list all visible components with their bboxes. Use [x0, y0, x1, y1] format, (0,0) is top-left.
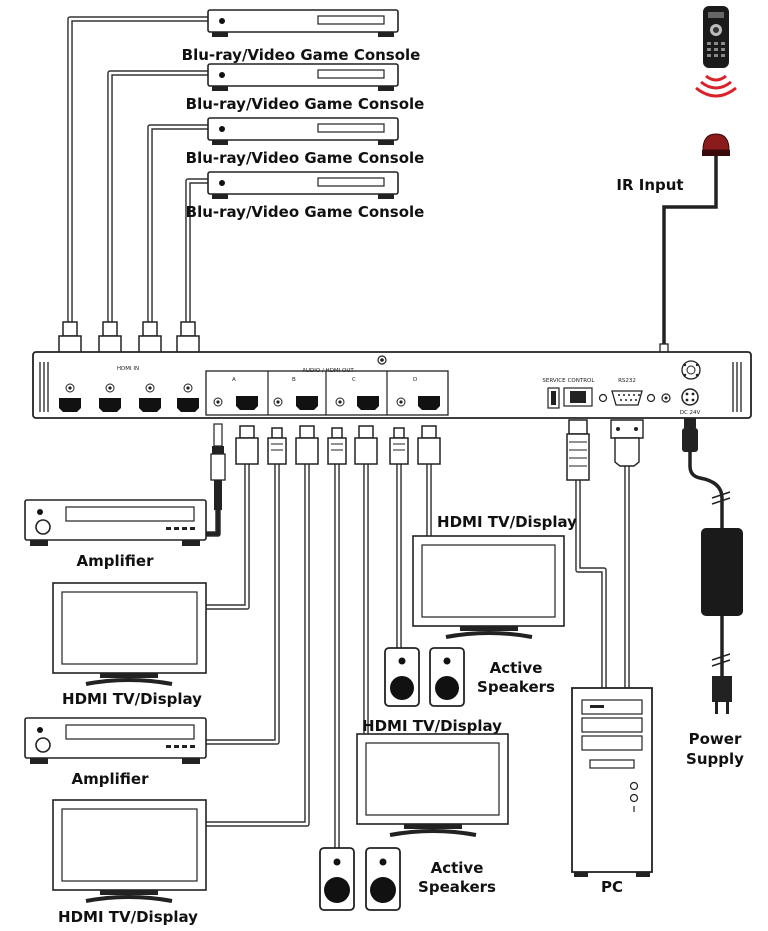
console-label: Blu-ray/Video Game Console — [182, 46, 421, 64]
console-label: Blu-ray/Video Game Console — [186, 95, 425, 113]
speakers-label: Active — [490, 659, 543, 677]
zone-d-label: D — [413, 377, 417, 383]
console-label: Blu-ray/Video Game Console — [186, 203, 425, 221]
amplifier-2: Amplifier — [24, 717, 207, 788]
display-label: HDMI TV/Display — [362, 717, 502, 735]
amp-display-icon — [65, 506, 195, 522]
woofer-icon — [390, 676, 414, 700]
rs232-label: RS232 — [618, 378, 636, 384]
vent-left — [39, 362, 49, 412]
console-label: Blu-ray/Video Game Console — [186, 149, 425, 167]
output-cables — [206, 462, 630, 848]
speakers-label: Active — [431, 859, 484, 877]
amplifier-label: Amplifier — [77, 552, 155, 570]
hdmi-out-ports — [213, 396, 440, 410]
power-plug-icon — [712, 676, 732, 702]
display-label: HDMI TV/Display — [437, 513, 577, 531]
remote-control-icon — [695, 6, 737, 98]
dc-label: DC 24V — [680, 410, 701, 416]
power-led-icon — [219, 180, 225, 186]
console-1: Blu-ray/Video Game Console — [182, 9, 421, 64]
display-1: HDMI TV/Display — [52, 582, 207, 708]
hdmi-in-label: HDMI IN — [117, 366, 139, 372]
hdmi-in-ports — [59, 383, 199, 412]
ir-receiver: IR Input — [616, 133, 730, 378]
disc-tray-icon — [317, 177, 385, 187]
power-supply: Power Supply — [686, 491, 744, 768]
power-supply-label: Power — [689, 730, 742, 748]
zone-a-label: A — [232, 377, 236, 383]
disc-tray-icon — [317, 69, 385, 79]
speakers-label: Speakers — [418, 878, 496, 896]
zone-c-label: C — [352, 377, 356, 383]
active-speakers-2: Active Speakers — [319, 847, 496, 911]
rs232-port-icon — [611, 390, 643, 406]
power-led-icon — [219, 72, 225, 78]
active-speakers-1: Active Speakers — [384, 647, 555, 707]
disc-tray-icon — [317, 123, 385, 133]
display-3: HDMI TV/Display — [356, 717, 509, 837]
power-brick-icon — [701, 528, 743, 616]
source-cables — [67, 16, 208, 332]
pc-power-button-icon — [629, 781, 639, 791]
console-3: Blu-ray/Video Game Console — [186, 117, 425, 167]
display-4: HDMI TV/Display — [412, 513, 577, 639]
amplifier-label: Amplifier — [72, 770, 150, 788]
ir-input-label: IR Input — [616, 176, 683, 194]
display-2: HDMI TV/Display — [52, 799, 207, 926]
display-label: HDMI TV/Display — [62, 690, 202, 708]
woofer-icon — [435, 676, 459, 700]
drive-bay-icon — [581, 717, 643, 733]
pc-label: PC — [601, 878, 623, 896]
power-led-icon — [219, 126, 225, 132]
matrix-switcher: HDMI IN AUDIO / HDMI OUT A B C D — [32, 351, 752, 419]
woofer-icon — [324, 877, 350, 903]
zone-b-label: B — [292, 377, 296, 383]
vent-right — [732, 362, 742, 412]
amp-display-icon — [65, 724, 195, 740]
console-4: Blu-ray/Video Game Console — [186, 171, 425, 221]
dc-jack-icon — [681, 388, 699, 406]
volume-knob-icon — [35, 737, 51, 753]
volume-knob-icon — [35, 519, 51, 535]
ir-eye-icon — [702, 133, 730, 151]
output-plugs — [206, 418, 724, 536]
power-supply-label: Supply — [686, 750, 744, 768]
pc-tower: PC — [571, 687, 653, 896]
disc-tray-icon — [317, 15, 385, 25]
woofer-icon — [370, 877, 396, 903]
power-led-icon — [219, 18, 225, 24]
drive-bay-icon — [581, 699, 643, 715]
speakers-label: Speakers — [477, 678, 555, 696]
amplifier-1: Amplifier — [24, 499, 207, 570]
service-label: SERVICE — [542, 378, 566, 384]
console-2: Blu-ray/Video Game Console — [186, 63, 425, 113]
control-label: CONTROL — [568, 378, 596, 384]
display-label: HDMI TV/Display — [58, 908, 198, 926]
